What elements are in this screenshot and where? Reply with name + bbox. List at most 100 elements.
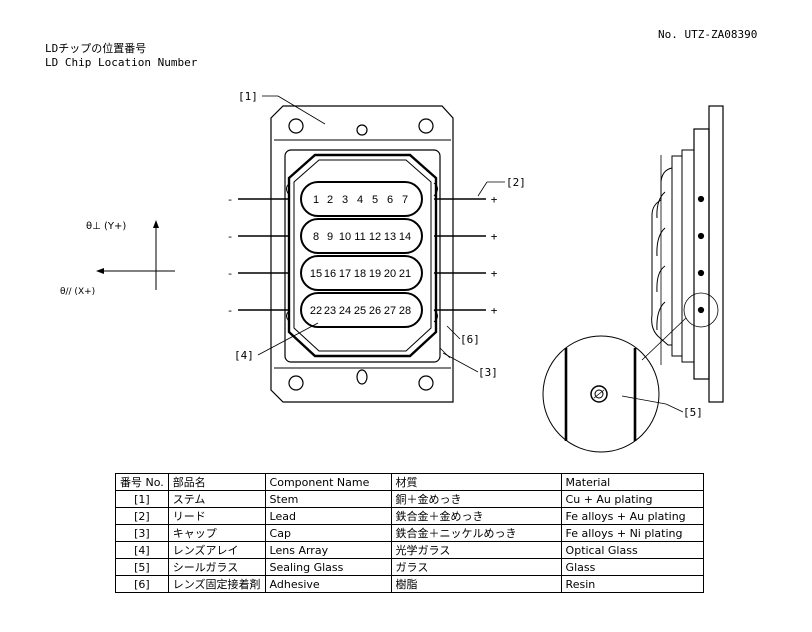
chip-number: 4 <box>357 194 363 206</box>
mount-hole-icon <box>288 375 304 391</box>
cell-number: [5] <box>115 558 169 576</box>
stem-outline <box>270 105 454 403</box>
table-row: [1] ステム Stem 銅＋金めっき Cu + Au plating <box>115 490 704 508</box>
cell-component-name: Stem <box>264 490 392 508</box>
lens-row-4 <box>300 292 423 328</box>
chip-number: 14 <box>399 231 411 243</box>
cell-number: [3] <box>115 524 169 542</box>
side-view <box>641 105 724 403</box>
mount-hole-icon <box>356 124 368 136</box>
mount-hole-icon <box>356 369 368 385</box>
chip-number: 26 <box>369 305 381 317</box>
chip-number: 13 <box>384 231 396 243</box>
callout-6: [6] <box>460 333 480 346</box>
cell-component-name: Lead <box>264 507 392 525</box>
chip-number: 27 <box>384 305 396 317</box>
table-row: [2] リード Lead 鉄合金＋金めっき Fe alloys + Au pla… <box>115 507 704 525</box>
y-axis-label: θ⊥ (Y+) <box>86 221 126 232</box>
parts-table: 番号 No. 部品名 Component Name 材質 Material [1… <box>115 473 704 593</box>
table-row: [3] キャップ Cap 鉄合金＋ニッケルめっき Fe alloys + Ni … <box>115 524 704 542</box>
chip-number: 16 <box>324 268 336 280</box>
lead-pin-icon <box>697 269 705 277</box>
table-row: [5] シールガラス Sealing Glass ガラス Glass <box>115 558 704 576</box>
lead-pin-icon <box>697 195 705 203</box>
cell-material-jp: 樹脂 <box>390 575 562 593</box>
callout-5: [5] <box>683 406 703 419</box>
mount-hole-icon <box>418 375 434 391</box>
chip-number: 17 <box>339 268 351 280</box>
chip-number: 3 <box>342 194 348 206</box>
chip-number: 24 <box>339 305 351 317</box>
chip-number: 9 <box>327 231 333 243</box>
cell-part-name-jp: ステム <box>167 490 266 508</box>
chip-number: 23 <box>324 305 336 317</box>
chip-number: 15 <box>310 268 322 280</box>
cell-material: Glass <box>560 558 704 576</box>
callout-3: [3] <box>478 366 498 379</box>
cell-part-name-jp: シールガラス <box>167 558 266 576</box>
technical-drawing: 1 2 3 4 5 6 7 8 9 10 11 12 13 14 15 16 1… <box>60 90 724 453</box>
chip-number: 8 <box>313 231 319 243</box>
col-header-material-jp: 材質 <box>390 473 562 491</box>
chip-number: 11 <box>354 231 365 243</box>
lead-minus-label: - <box>227 267 234 280</box>
lead-pin-icon <box>697 306 705 314</box>
x-axis-label: θ// (X+) <box>60 287 95 297</box>
cell-material-jp: 銅＋金めっき <box>390 490 562 508</box>
mount-hole-icon <box>288 118 304 134</box>
lead-minus-label: - <box>227 304 234 317</box>
cap-rim <box>287 153 438 358</box>
chip-number: 22 <box>310 305 322 317</box>
title-english: LD Chip Location Number <box>45 56 198 69</box>
chip-number: 21 <box>399 268 411 280</box>
cell-part-name-jp: レンズアレイ <box>167 541 266 559</box>
cell-material-jp: 光学ガラス <box>390 541 562 559</box>
col-header-part-name-jp: 部品名 <box>167 473 266 491</box>
lead-minus-label: - <box>227 230 234 243</box>
callout-1: [1] <box>238 90 258 103</box>
lead-plus-label: + <box>491 267 498 280</box>
cell-number: [6] <box>115 575 169 593</box>
table-row: [6] レンズ固定接着剤 Adhesive 樹脂 Resin <box>115 575 704 593</box>
lens-row-3 <box>300 255 423 291</box>
cell-material-jp: ガラス <box>390 558 562 576</box>
chip-number: 25 <box>354 305 366 317</box>
cell-number: [1] <box>115 490 169 508</box>
chip-number: 7 <box>402 194 408 206</box>
cell-material: Optical Glass <box>560 541 704 559</box>
cell-component-name: Lens Array <box>264 541 392 559</box>
callout-4: [4] <box>234 349 254 362</box>
cell-part-name-jp: キャップ <box>167 524 266 542</box>
lens-row-2 <box>300 218 423 254</box>
chip-number: 18 <box>354 268 366 280</box>
title-japanese: LDチップの位置番号 <box>45 42 147 55</box>
cell-material: Resin <box>560 575 704 593</box>
cell-number: [2] <box>115 507 169 525</box>
lead-plus-label: + <box>491 230 498 243</box>
chip-number: 1 <box>313 194 319 206</box>
table-row: [4] レンズアレイ Lens Array 光学ガラス Optical Glas… <box>115 541 704 559</box>
chip-number: 5 <box>372 194 378 206</box>
callout-2: [2] <box>506 176 526 189</box>
cell-material: Fe alloys + Au plating <box>560 507 704 525</box>
chip-number: 2 <box>327 194 333 206</box>
cell-material: Fe alloys + Ni plating <box>560 524 704 542</box>
cell-component-name: Cap <box>264 524 392 542</box>
lead-plus-label: + <box>491 193 498 206</box>
cell-component-name: Adhesive <box>264 575 392 593</box>
chip-number: 28 <box>399 305 411 317</box>
document-number: No. UTZ-ZA08390 <box>658 28 758 41</box>
cell-material-jp: 鉄合金＋ニッケルめっき <box>390 524 562 542</box>
detail-view <box>542 335 660 453</box>
detail-marker <box>683 292 719 328</box>
chip-number: 10 <box>339 231 351 243</box>
col-header-number: 番号 No. <box>115 473 169 491</box>
lead-pin-icon <box>697 232 705 240</box>
col-header-material: Material <box>560 473 704 491</box>
mount-hole-icon <box>418 118 434 134</box>
cell-part-name-jp: リード <box>167 507 266 525</box>
lens-row-1 <box>300 181 423 217</box>
cell-material: Cu + Au plating <box>560 490 704 508</box>
lead-plus-label: + <box>491 304 498 317</box>
table-header-row: 番号 No. 部品名 Component Name 材質 Material <box>115 473 704 491</box>
